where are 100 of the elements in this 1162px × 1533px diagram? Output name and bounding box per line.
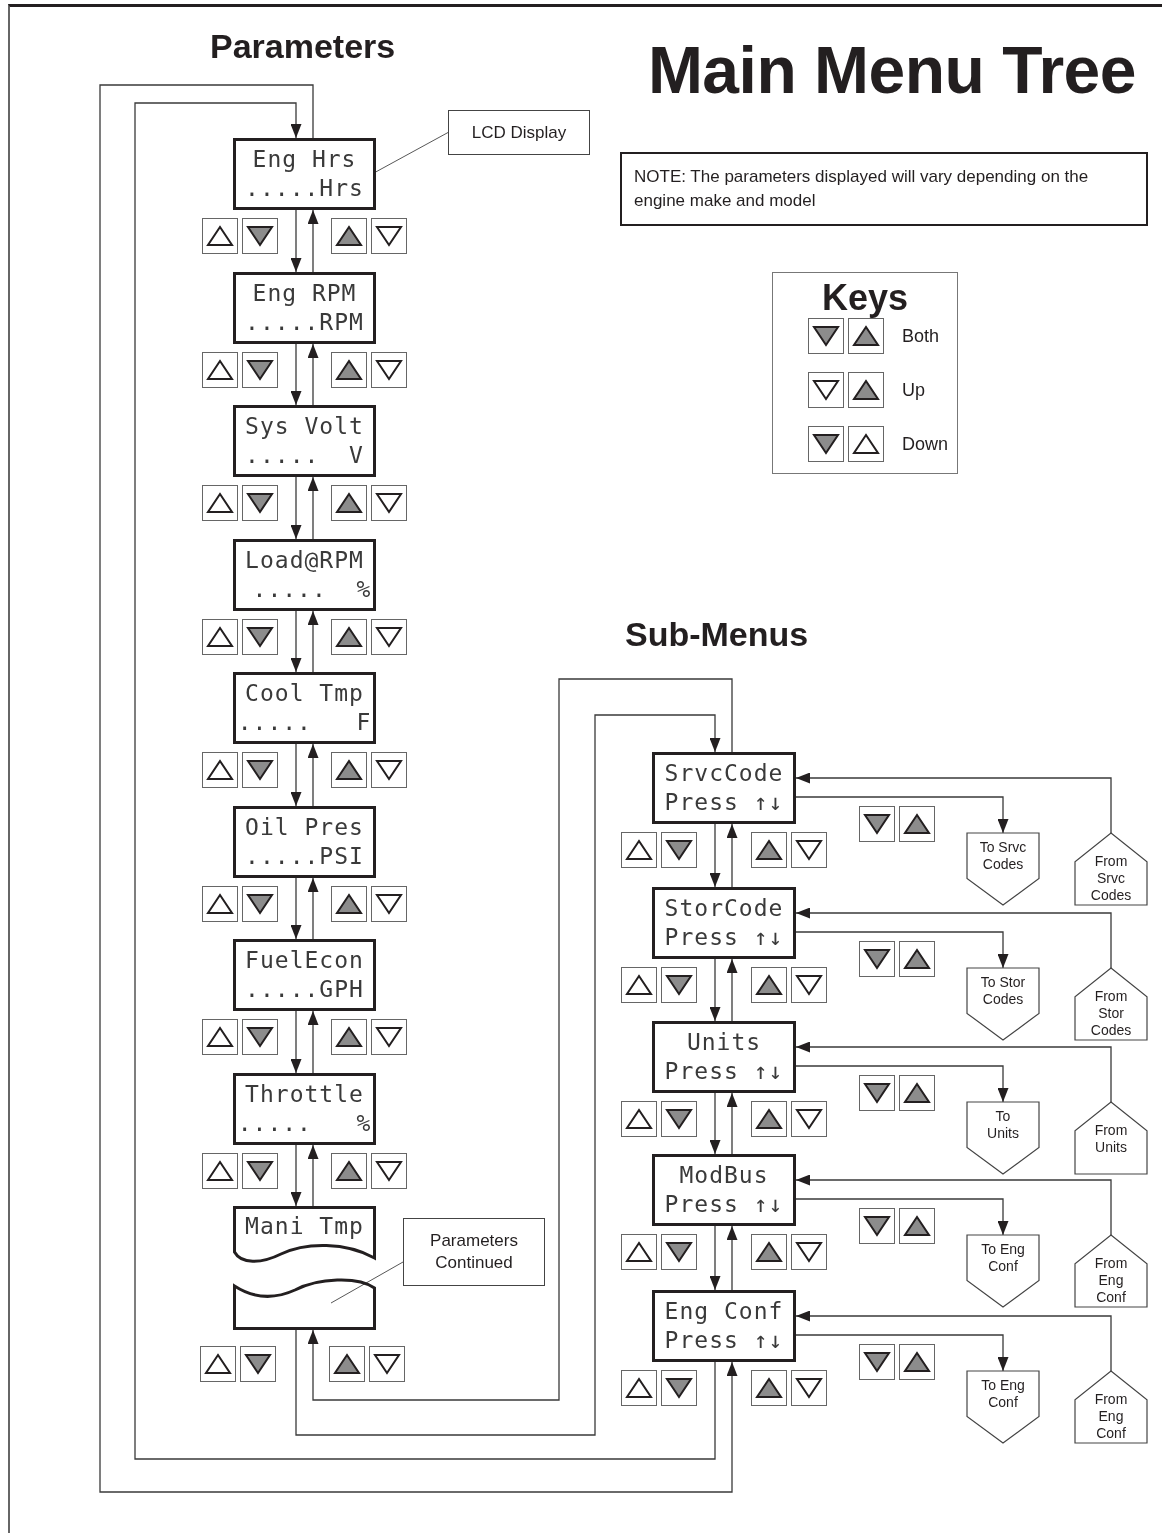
arrow [290,743,302,807]
arrow [726,958,738,1022]
display-text: .....GPH [245,975,364,1004]
display-text: Mani Tmp [245,1212,364,1241]
connector-text: To Units [986,1108,1020,1142]
off-page-connector [1075,968,1147,1040]
note-box: NOTE: The parameters displayed will vary depending on the engine make and model [620,152,1148,226]
display-text: FuelEcon [245,946,364,975]
display-text: Press ↑↓ [664,1190,784,1219]
lcd-display-screen [233,939,376,1011]
arrow [795,1041,1112,1103]
arrow [290,610,302,673]
display-text: Press ↑↓ [664,1326,784,1355]
arrow [709,1092,721,1155]
arrow [795,1065,1009,1103]
arrow [290,1144,302,1207]
lcd-display-screen [233,672,376,744]
display-text: Eng Conf [664,1297,784,1326]
display-text: ..... V [245,441,364,470]
display-text: ..... F [237,708,372,737]
legend-text: Both [902,325,940,347]
arrow [726,823,738,888]
off-page-connector [967,968,1039,1040]
connector-text: To Eng Conf [980,1241,1026,1275]
display-text: Press ↑↓ [664,1057,784,1086]
arrow [307,209,319,273]
off-page-connector [967,833,1039,905]
off-page-connector [1075,833,1147,905]
display-text: StorCode [664,894,784,923]
connector-text: To Srvc Codes [979,839,1027,873]
lcd-display-screen [233,138,376,210]
off-page-connector [967,1235,1039,1307]
arrow [307,743,319,807]
arrow [795,796,1009,834]
lcd-display-screen [652,1290,796,1362]
arrow [290,209,302,273]
off-page-connector [1075,1102,1147,1174]
section-heading: Keys [820,276,910,320]
lcd-display-screen [233,1206,376,1266]
connector-text: From Stor Codes [1089,988,1133,1039]
lcd-display-screen [233,539,376,611]
display-text: ..... % [237,1109,372,1138]
arrow [709,823,721,888]
callout-text: Parameters Continued [429,1230,519,1274]
section-heading: Sub-Menus [625,614,809,655]
arrow [795,1198,1009,1236]
off-page-connector [1075,1371,1147,1443]
display-text: Load@RPM [245,546,364,575]
legend-text: Down [902,433,949,455]
connector-text: To Eng Conf [980,1377,1026,1411]
lcd-display-screen [233,1278,376,1330]
arrow [307,1144,319,1207]
legend-text: Up [902,379,925,401]
display-text: Eng RPM [252,279,357,308]
lcd-display-screen [233,1073,376,1145]
arrow [726,1225,738,1291]
callout-box [403,1218,545,1286]
connector-text: From Eng Conf [1093,1391,1129,1442]
arrow [290,877,302,940]
display-text: Press ↑↓ [664,788,784,817]
lcd-display-screen [652,752,796,824]
lcd-display-screen [652,887,796,959]
arrow [290,343,302,406]
connector-text: From Units [1093,1122,1129,1156]
arrow [795,931,1009,969]
display-text: .....RPM [245,308,364,337]
leader-line [375,132,449,173]
lcd-display-screen [652,1021,796,1093]
arrow [795,1174,1112,1236]
arrow [307,877,319,940]
display-text: ModBus [679,1161,769,1190]
arrow [795,772,1112,834]
section-heading: Parameters [210,26,396,67]
off-page-connector [967,1371,1039,1443]
arrow [307,476,319,540]
arrow [795,1334,1009,1372]
display-text: Units [686,1028,762,1057]
arrow [726,1092,738,1155]
display-text: .....PSI [245,842,364,871]
lcd-display-screen [652,1154,796,1226]
connector-text: From Eng Conf [1093,1255,1129,1306]
display-text: Cool Tmp [245,679,364,708]
arrow [709,1225,721,1291]
off-page-connector [967,1102,1039,1174]
arrow [307,1010,319,1074]
callout-text: LCD Display [471,121,567,144]
display-text: Throttle [245,1080,364,1109]
connector-text: From Srvc Codes [1089,853,1133,904]
display-text: SrvcCode [664,759,784,788]
arrow [290,476,302,540]
arrow [795,1310,1112,1372]
arrow [290,1010,302,1074]
connector-text: To Stor Codes [979,974,1027,1008]
arrow [795,907,1112,969]
display-text: .....Hrs [245,174,364,203]
off-page-connector [1075,1235,1147,1307]
display-text: Press ↑↓ [664,923,784,952]
arrow [307,610,319,673]
callout-box [448,110,590,155]
display-text: Sys Volt [245,412,364,441]
